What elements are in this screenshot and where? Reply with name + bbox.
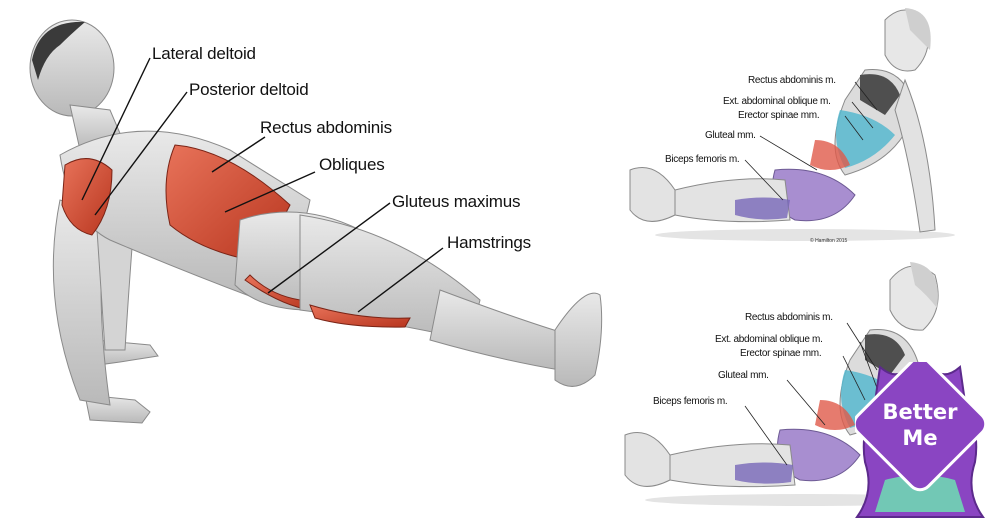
label-gluteal-bottom: Gluteal mm. [718,370,769,381]
label-erector-spinae-bottom: Erector spinae mm. [740,348,822,359]
label-posterior-deltoid: Posterior deltoid [189,80,309,99]
lower-leg [429,289,571,371]
label-rectus-abdominis-top: Rectus abdominis m. [748,75,836,86]
label-ext-oblique-bottom: Ext. abdominal oblique m. [715,334,823,345]
label-obliques: Obliques [319,155,385,174]
copyright-text: © Hamilton 2015 [810,238,848,244]
label-biceps-femoris-top: Biceps femoris m. [665,154,740,165]
better-me-logo: Better Me [855,362,985,522]
logo-line1: Better [882,400,958,424]
seated-figure-top [629,8,955,241]
hamstring-muscle [309,304,411,328]
foot [554,292,603,387]
logo-shape [855,362,985,518]
deltoid-muscle [61,158,113,236]
label-erector-spinae-top: Erector spinae mm. [738,110,820,121]
label-gluteal-top: Gluteal mm. [705,130,756,141]
label-biceps-femoris-bottom: Biceps femoris m. [653,396,728,407]
head [29,19,115,117]
reverse-plank-illustration: Lateral deltoid Posterior deltoid Rectus… [29,19,603,424]
label-lateral-deltoid: Lateral deltoid [152,44,256,63]
leader-lines [81,57,444,313]
label-ext-oblique-top: Ext. abdominal oblique m. [723,96,831,107]
label-rectus-abdominis: Rectus abdominis [260,118,392,137]
reverse-plank-figure [29,19,603,424]
label-hamstrings: Hamstrings [447,233,531,252]
label-gluteus-maximus: Gluteus maximus [392,192,521,211]
tabletop-illustration-top: Rectus abdominis m. Ext. abdominal obliq… [615,0,1000,250]
logo-line2: Me [902,426,938,450]
label-rectus-abdominis-bottom: Rectus abdominis m. [745,312,833,323]
hair [32,21,85,80]
